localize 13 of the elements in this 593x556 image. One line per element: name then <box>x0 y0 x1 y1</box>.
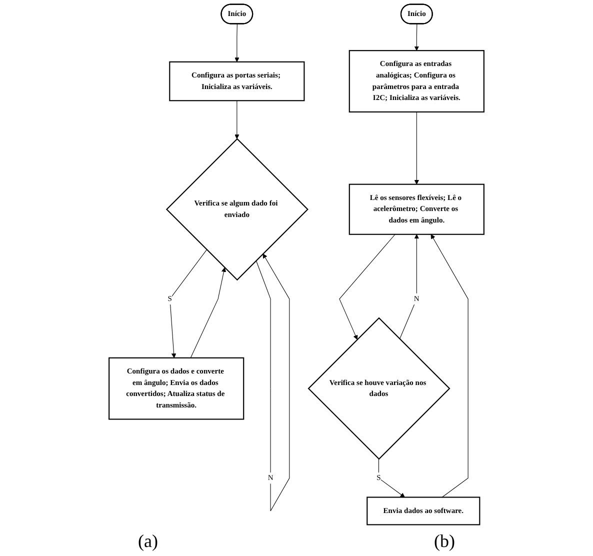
arrow <box>256 254 290 512</box>
arrow <box>234 24 240 62</box>
arrow <box>430 234 468 498</box>
arrow <box>378 458 405 498</box>
panel-label: (a) <box>138 531 158 552</box>
arrow <box>170 249 208 358</box>
arrow <box>339 234 396 340</box>
arrow <box>399 234 420 340</box>
arrow <box>234 100 240 140</box>
panel-label: (b) <box>434 531 455 552</box>
arrow <box>190 267 226 358</box>
arrow <box>414 112 420 185</box>
arrow <box>414 24 420 51</box>
